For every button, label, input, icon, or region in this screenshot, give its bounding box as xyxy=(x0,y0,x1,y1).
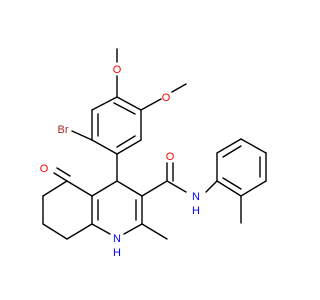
bond xyxy=(171,83,187,93)
bond xyxy=(42,223,68,240)
bond xyxy=(141,180,168,197)
bond xyxy=(91,96,118,111)
bond xyxy=(166,180,187,193)
amide-oxygen-label: O xyxy=(166,151,175,163)
bond xyxy=(66,223,93,240)
bond xyxy=(216,180,242,197)
molecule-canvas: Br O O O O N H N H xyxy=(40,48,267,259)
ring-hydrogen-label: H xyxy=(113,247,121,259)
bond xyxy=(205,180,218,193)
bond xyxy=(240,138,267,154)
bond xyxy=(91,139,118,155)
bond xyxy=(116,96,142,111)
methoxy-oxygen-top-label: O xyxy=(113,64,122,76)
bond xyxy=(216,138,242,154)
bromine-label: Br xyxy=(58,124,69,136)
ketone-oxygen-label: O xyxy=(40,163,49,175)
amide-hydrogen-label: H xyxy=(192,205,200,217)
amide-nitrogen-label: N xyxy=(192,191,200,203)
bond xyxy=(222,145,242,158)
bond xyxy=(53,172,68,182)
bond xyxy=(123,223,143,235)
bond xyxy=(116,180,143,197)
molecule-structure: Br O O O O N H N H xyxy=(40,48,267,259)
ring-nitrogen-label: N xyxy=(113,233,121,245)
bond xyxy=(116,135,136,148)
bond xyxy=(71,130,93,141)
methoxy-oxygen-right-label: O xyxy=(162,92,171,104)
bond xyxy=(66,180,93,197)
bond xyxy=(222,177,242,190)
atom-labels: Br O O O O N H N H xyxy=(40,64,200,259)
bond xyxy=(140,98,162,111)
bond xyxy=(116,139,142,155)
bond xyxy=(113,102,136,115)
bond xyxy=(91,180,118,197)
bond xyxy=(141,223,168,240)
bond xyxy=(240,180,267,197)
bond xyxy=(91,223,111,235)
bonds xyxy=(42,48,267,240)
bond xyxy=(42,180,68,197)
bond xyxy=(56,167,71,177)
